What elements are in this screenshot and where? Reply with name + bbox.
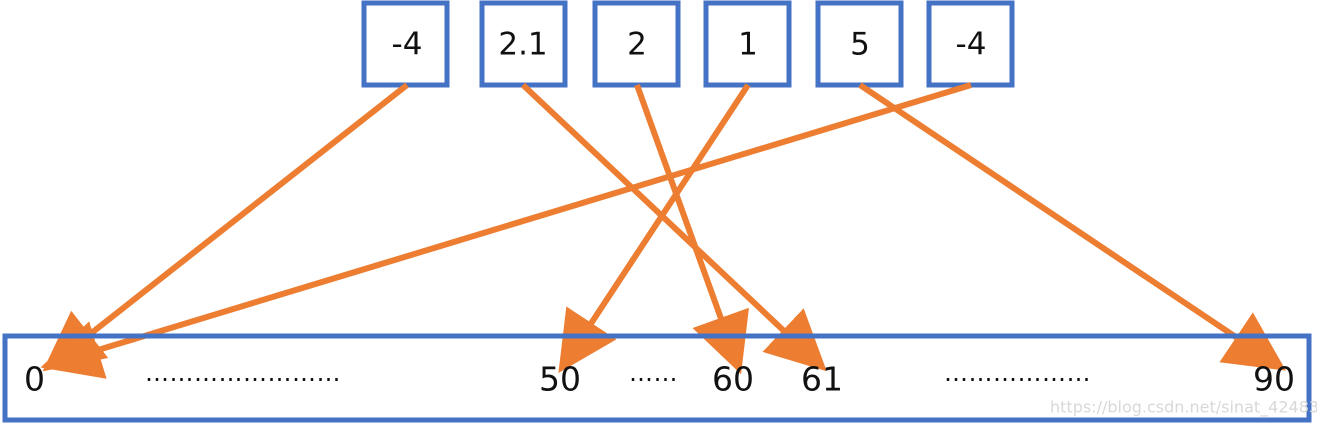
output-dots-right: ……………… (944, 359, 1091, 387)
input-box-5 (815, 0, 904, 88)
input-boxes: -4 2.1 2 1 5 -4 (361, 0, 1015, 88)
output-label-61: 61 (801, 360, 843, 399)
input-value-6: -4 (956, 27, 987, 63)
arrow-4 (558, 83, 751, 374)
input-value-2: 2.1 (498, 27, 547, 63)
input-box-3 (592, 0, 681, 88)
output-dots-middle: …… (629, 359, 678, 387)
output-label-50: 50 (539, 360, 581, 399)
output-dots-left: …………………… (145, 359, 341, 387)
arrow-3 (634, 83, 749, 375)
watermark-text: https://blog.csdn.net/sinat_42483341 (1050, 398, 1317, 418)
output-range-box (2, 333, 1312, 423)
output-label-60: 60 (712, 360, 754, 399)
arrow-2 (520, 82, 827, 372)
arrow-5 (858, 82, 1286, 371)
input-value-3: 2 (627, 27, 647, 63)
input-value-4: 1 (738, 27, 758, 63)
output-label-90: 90 (1253, 360, 1295, 399)
arrow-1 (42, 82, 409, 372)
arrow-6 (40, 82, 972, 379)
input-value-5: 5 (850, 27, 870, 63)
mapping-arrows (40, 82, 1286, 379)
output-labels: 0 …………………… 50 …… 60 61 ……………… 90 (24, 359, 1295, 399)
input-value-1: -4 (392, 27, 423, 63)
output-label-0: 0 (24, 360, 45, 399)
